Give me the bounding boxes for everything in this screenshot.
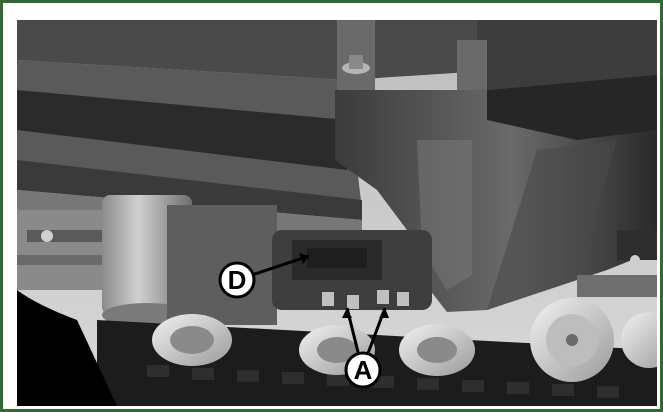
callout-a: A	[342, 307, 389, 389]
cross-bar	[577, 230, 657, 297]
callout-a-label: A	[354, 355, 373, 385]
vertical-post	[337, 20, 375, 90]
callout-d: D	[218, 253, 310, 299]
illustration-area: D A	[17, 20, 657, 406]
mounting-bolts	[322, 290, 409, 309]
callout-d-label: D	[228, 265, 247, 295]
machine-underside-illustration: D A	[17, 20, 657, 406]
road-wheels	[152, 298, 657, 382]
